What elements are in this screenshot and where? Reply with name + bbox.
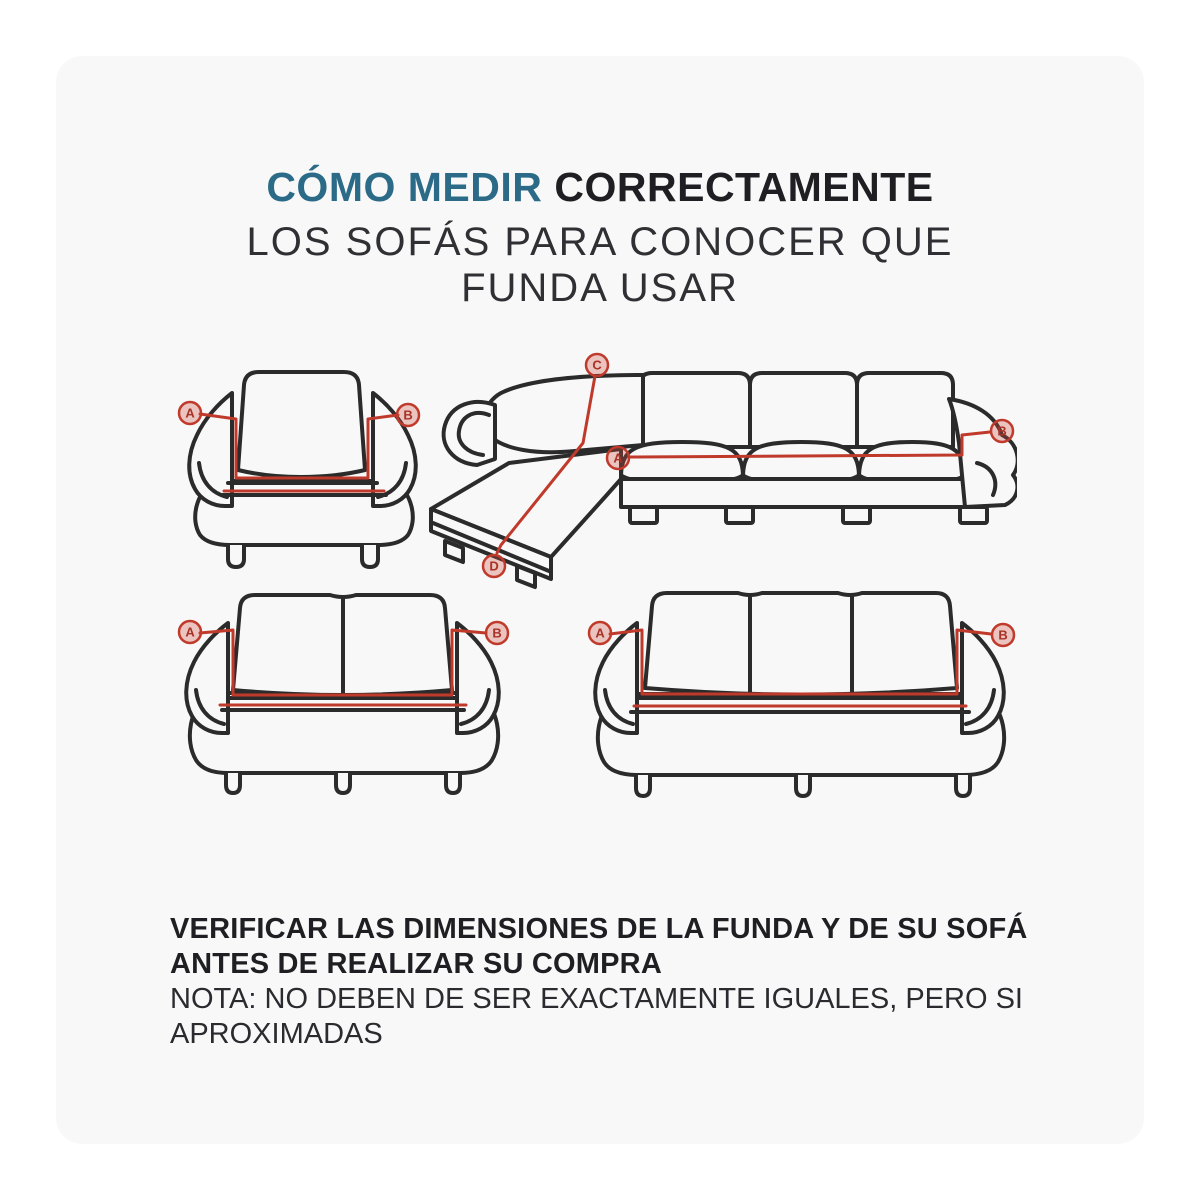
marker-a: A (587, 620, 613, 646)
chaise-arm-scroll (456, 411, 491, 457)
marker-b-label: B (403, 408, 412, 423)
loveseat-leg (224, 771, 242, 795)
footer-bold-line-2: ANTES DE REALIZAR SU COMPRA (170, 948, 662, 980)
footer-bold-block: VERIFICAR LAS DIMENSIONES DE LA FUNDA Y … (170, 912, 1028, 982)
marker-c: C (584, 352, 610, 378)
marker-b: B (989, 418, 1015, 444)
title-accent: CÓMO MEDIR (266, 164, 543, 210)
sectional-leg (724, 505, 755, 525)
measure-line-ab (608, 628, 993, 696)
marker-a-circle (587, 620, 613, 646)
measure-line-ab (198, 628, 488, 697)
sectional-leg (628, 505, 659, 525)
marker-c-label: C (592, 358, 602, 373)
loveseat-left-arm-scroll (194, 688, 226, 726)
armchair-back-cushion (236, 370, 367, 479)
chaise-arm (441, 399, 497, 467)
title-line-2: LOS SOFÁS PARA CONOCER QUE (246, 220, 954, 264)
sofa3-leg (954, 773, 972, 798)
marker-b-circle (395, 402, 421, 428)
armchair-right-arm (371, 391, 418, 508)
marker-a-label: A (613, 451, 623, 466)
marker-a-label: A (595, 626, 605, 641)
armchair-left-arm (187, 391, 234, 508)
sofa3-right-arm-scroll (964, 688, 996, 726)
armchair-diagram: A B (177, 370, 421, 569)
marker-b-circle (990, 622, 1016, 648)
footer-note: VERIFICAR LAS DIMENSIONES DE LA FUNDA Y … (170, 912, 1028, 1052)
marker-a-circle (177, 619, 203, 645)
sectional-back-cushion (855, 371, 955, 449)
marker-a-label: A (185, 406, 195, 421)
armchair-leg (226, 543, 246, 569)
footer-note-line-1: NOTA: NO DEBEN DE SER EXACTAMENTE IGUALE… (170, 983, 1023, 1015)
loveseat-leg (444, 771, 462, 795)
marker-d-circle (481, 553, 507, 579)
marker-b: B (484, 620, 510, 646)
measure-line-ab (627, 430, 992, 459)
sofa3-right-arm (960, 621, 1006, 735)
marker-d-label: D (489, 559, 498, 574)
marker-a: A (177, 400, 203, 426)
sofa3-leg (634, 773, 652, 798)
marker-a: A (177, 619, 203, 645)
sectional-back-cushion (638, 371, 752, 449)
loveseat-left-arm (184, 621, 230, 735)
measure-line-ab (198, 412, 400, 480)
marker-b: B (990, 622, 1016, 648)
marker-a-circle (605, 445, 631, 471)
marker-b-label: B (492, 626, 501, 641)
sofa3-back-cushions (643, 591, 959, 697)
sectional-sofa-diagram: C D A B (429, 352, 1017, 589)
chaise-leg (443, 539, 465, 564)
sofa3-left-arm (593, 621, 639, 735)
marker-a-circle (177, 400, 203, 426)
sectional-back-cushion (748, 371, 859, 449)
marker-a: A (605, 445, 631, 471)
measure-line-cd (495, 374, 597, 555)
footer-note-block: NOTA: NO DEBEN DE SER EXACTAMENTE IGUALE… (170, 982, 1028, 1052)
two-seat-sofa-diagram: A B (177, 593, 510, 795)
sofa3-leg (794, 773, 812, 798)
chaise-back-cushion (482, 373, 645, 455)
marker-b-label: B (998, 628, 1007, 643)
loveseat-right-arm (455, 621, 501, 735)
footer-note-line-2: APROXIMADAS (170, 1018, 383, 1050)
marker-b-label: B (997, 424, 1006, 439)
marker-d: D (481, 553, 507, 579)
marker-c-circle (584, 352, 610, 378)
marker-b-circle (989, 418, 1015, 444)
marker-a-label: A (185, 625, 195, 640)
three-seat-sofa-diagram: A B (587, 591, 1016, 798)
chaise-leg (515, 564, 537, 589)
marker-b-circle (484, 620, 510, 646)
sofa3-left-arm-scroll (603, 688, 635, 726)
chaise-front-band-line (431, 521, 551, 573)
title-line-3: FUNDA USAR (461, 266, 739, 310)
sectional-right-arm (947, 397, 1017, 509)
marker-b: B (395, 402, 421, 428)
footer-bold-line-1: VERIFICAR LAS DIMENSIONES DE LA FUNDA Y … (170, 913, 1028, 945)
title-bold-rest: CORRECTAMENTE (554, 164, 934, 210)
loveseat-leg (334, 771, 352, 795)
sectional-front-band (619, 477, 987, 509)
sectional-leg (841, 505, 872, 525)
armchair-leg (360, 543, 380, 569)
sectional-right-arm-scroll (975, 461, 998, 497)
sectional-leg (958, 505, 989, 525)
loveseat-right-arm-scroll (459, 688, 491, 726)
